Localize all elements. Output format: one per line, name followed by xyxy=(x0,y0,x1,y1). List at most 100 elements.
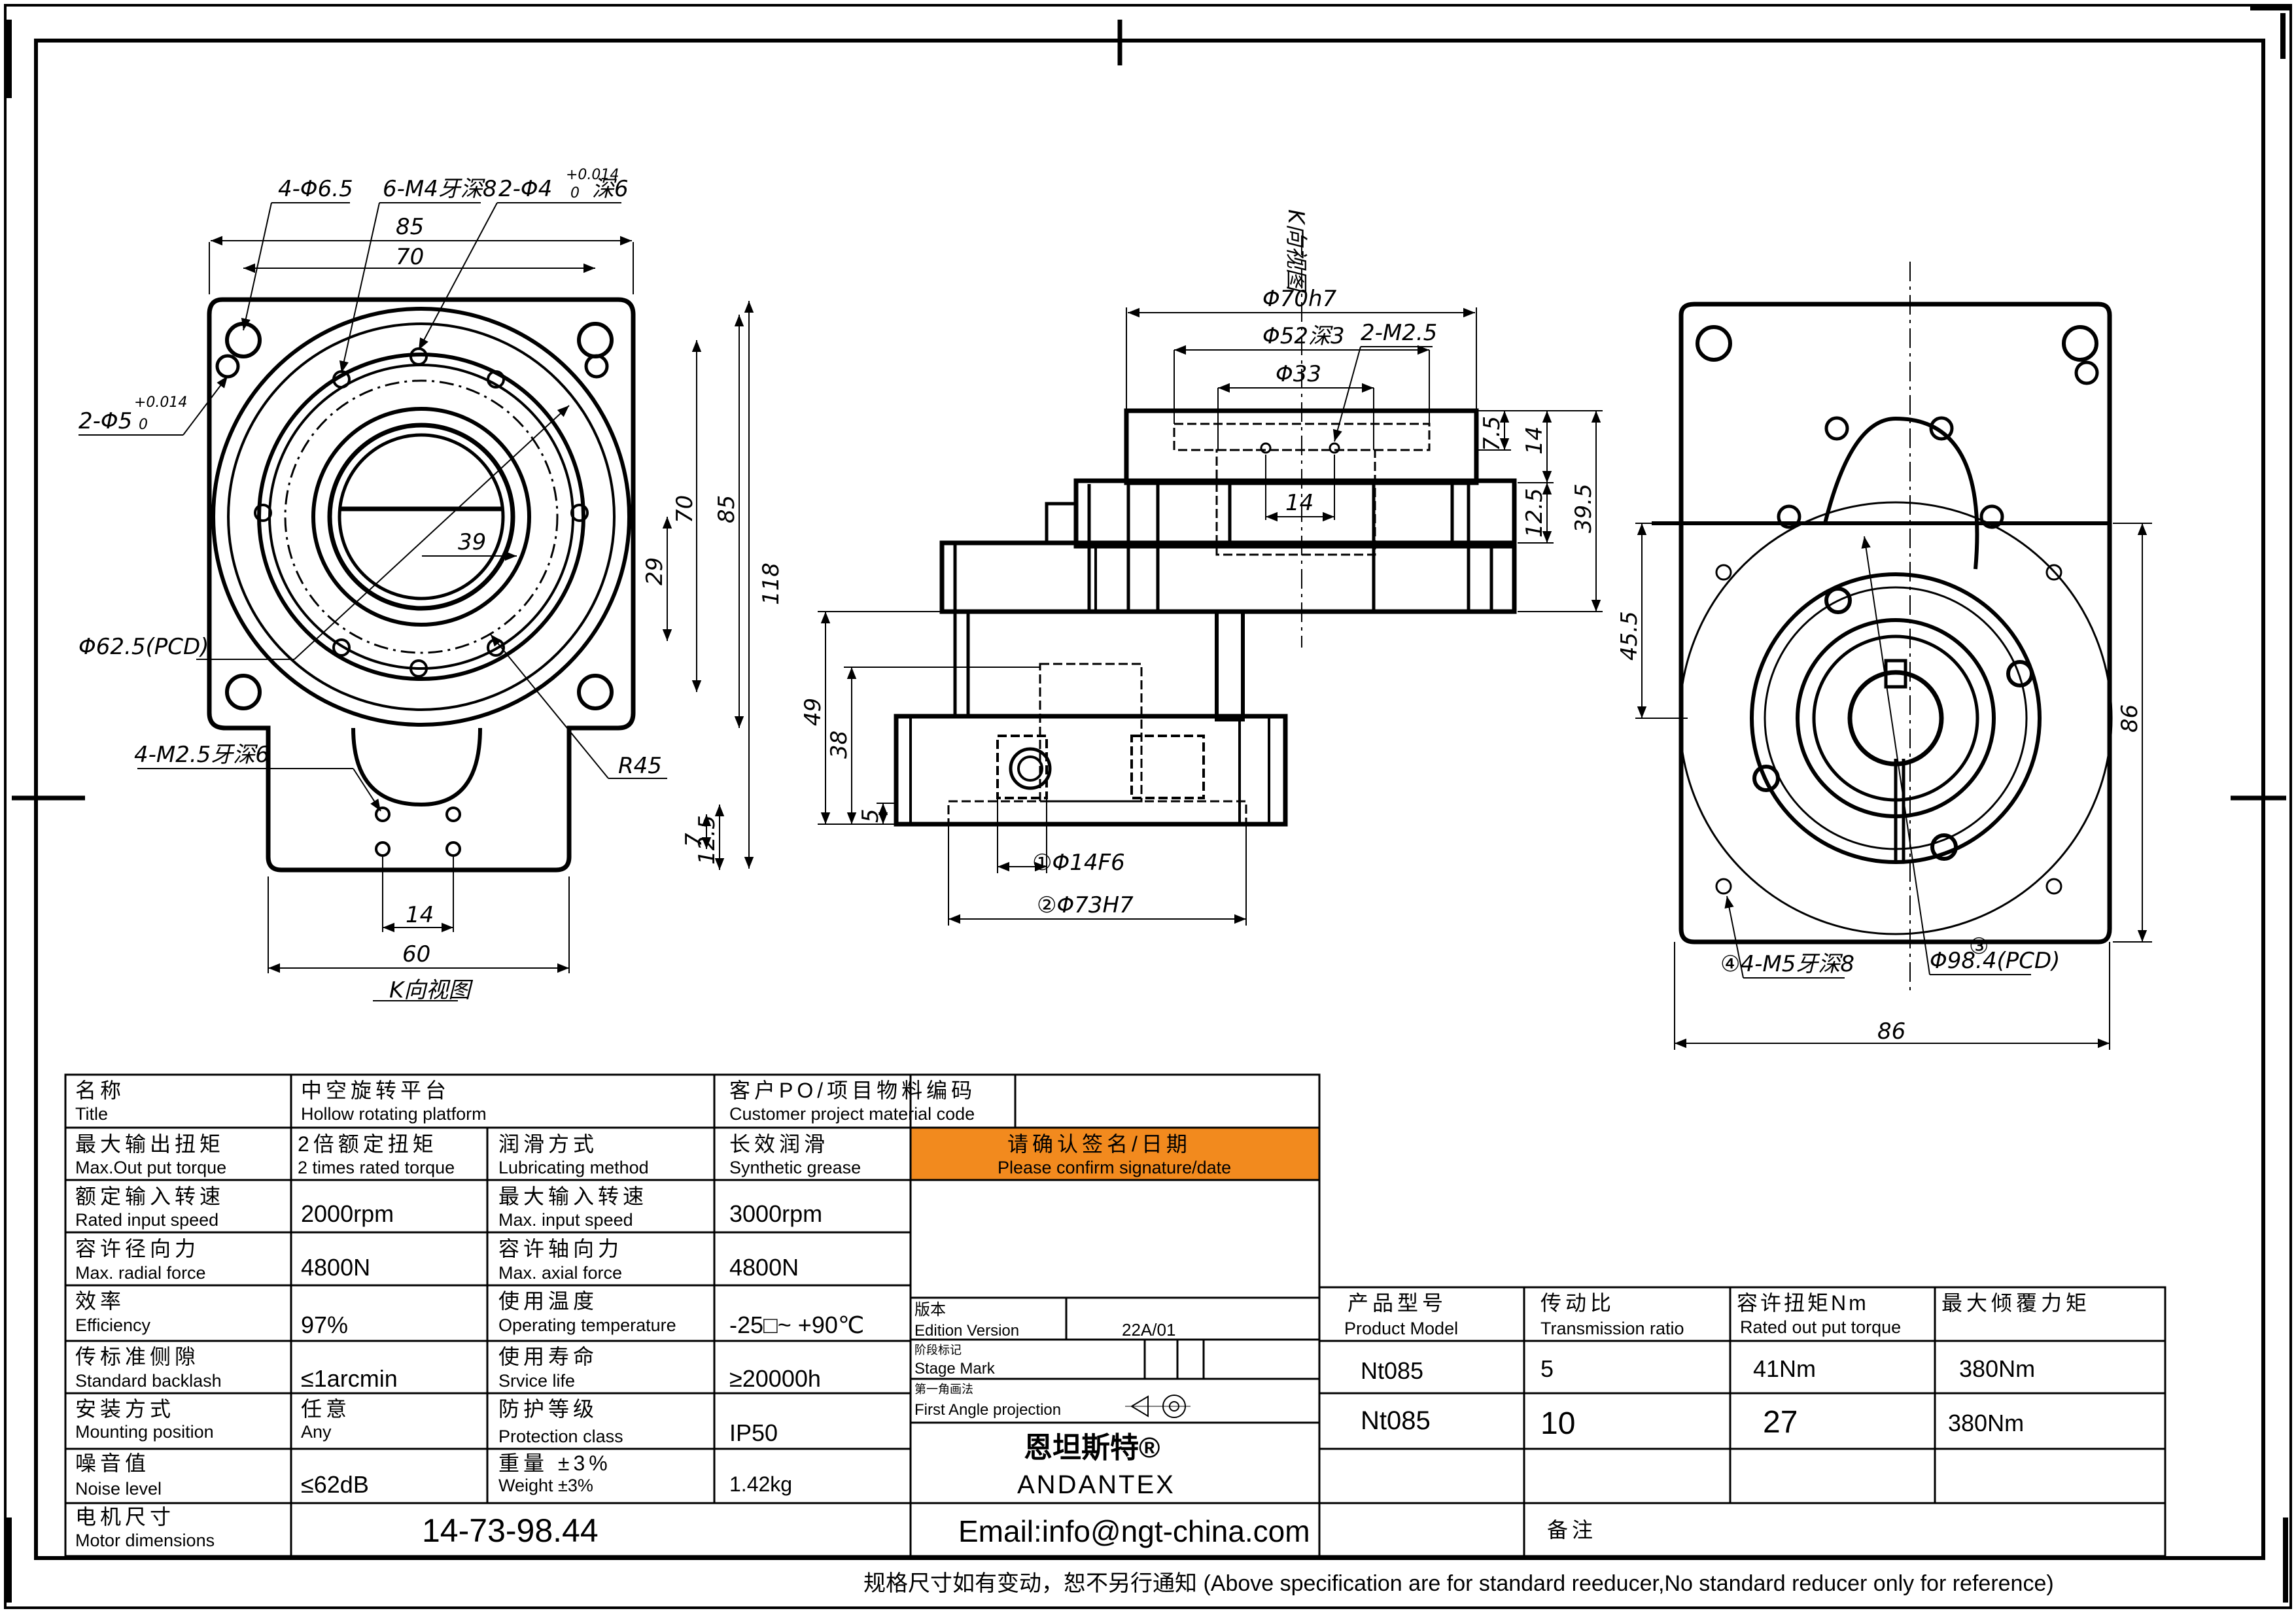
svg-text:Protection class: Protection class xyxy=(498,1427,623,1446)
dim-85-side: 85 xyxy=(714,495,740,523)
svg-text:5: 5 xyxy=(1540,1355,1554,1382)
svg-text:容许扭矩Nm: 容许扭矩Nm xyxy=(1737,1291,1869,1315)
label-name-cn: 名称 xyxy=(75,1079,125,1102)
callout-4-holes: 4-Φ6.5 xyxy=(278,176,353,202)
dim-7: 7 xyxy=(681,833,707,847)
callout-2-pin-top-depth: 深6 xyxy=(592,176,629,202)
right-view xyxy=(1635,262,2152,1050)
brand-logo-cn: 恩坦斯特® xyxy=(1024,1432,1160,1464)
right-view-labels: 45.5 86 ④4-M5牙深8 Φ98.4(PCD) ③ 86 xyxy=(1616,611,2143,1045)
radius-r45: R45 xyxy=(618,753,662,779)
view-label-k-middle: K向视图 xyxy=(1283,209,1309,293)
dim-70-side: 70 xyxy=(672,495,698,523)
confirm-signature-cn: 请确认签名/日期 xyxy=(1007,1132,1191,1156)
projection-cn: 第一角画法 xyxy=(914,1383,973,1396)
svg-text:Transmission ratio: Transmission ratio xyxy=(1540,1319,1684,1338)
svg-text:传动比: 传动比 xyxy=(1540,1291,1615,1315)
callout-2-m25: 2-M2.5 xyxy=(1361,320,1437,346)
title-block: 名称 Title 中空旋转平台 Hollow rotating platform… xyxy=(64,1073,2166,1557)
pcd-625: Φ62.5(PCD) xyxy=(78,634,209,660)
dim-86-horizontal: 86 xyxy=(1877,1018,1905,1045)
svg-text:最大输入转速: 最大输入转速 xyxy=(498,1185,648,1208)
svg-text:Max. input speed: Max. input speed xyxy=(498,1210,633,1230)
footer-note: 规格尺寸如有变动，恕不另行通知 (Above specification are… xyxy=(863,1571,2054,1596)
svg-text:Operating temperature: Operating temperature xyxy=(498,1315,676,1335)
dim-118: 118 xyxy=(758,563,784,605)
model-table-row-1: Nt085 10 27 380Nm xyxy=(1361,1405,2024,1441)
product-name-en: Hollow rotating platform xyxy=(301,1104,487,1124)
svg-text:≤1arcmin: ≤1arcmin xyxy=(301,1365,398,1392)
svg-text:最大输出扭矩: 最大输出扭矩 xyxy=(75,1132,224,1156)
svg-text:噪音值: 噪音值 xyxy=(75,1451,150,1475)
svg-text:Max. radial force: Max. radial force xyxy=(75,1263,206,1283)
svg-text:使用寿命: 使用寿命 xyxy=(498,1345,598,1368)
svg-text:Standard backlash: Standard backlash xyxy=(75,1371,222,1391)
svg-text:Lubricating method: Lubricating method xyxy=(498,1158,649,1177)
svg-text:安装方式: 安装方式 xyxy=(75,1397,175,1421)
svg-text:41Nm: 41Nm xyxy=(1753,1355,1816,1382)
pcd-marker: ③ xyxy=(1969,933,1989,960)
svg-text:380Nm: 380Nm xyxy=(1948,1410,2024,1436)
dim-29: 29 xyxy=(642,557,668,585)
model-table-row-0: Nt085 5 41Nm 380Nm xyxy=(1361,1355,2035,1384)
stage-mark-cn: 阶段标记 xyxy=(914,1344,962,1357)
dim-86-vertical: 86 xyxy=(2117,704,2143,733)
spec-row-0: 最大输出扭矩 Max.Out put torque 2倍额定扭矩 2 times… xyxy=(75,1132,861,1177)
label-name-en: Title xyxy=(75,1104,108,1124)
dim-45-5: 45.5 xyxy=(1616,611,1643,661)
callout-2-pin-top-tol: +0.014 xyxy=(566,167,619,183)
customer-code-cn: 客户PO/项目物料编码 xyxy=(729,1079,976,1102)
right-view-outline xyxy=(1679,302,2112,945)
middle-view xyxy=(818,235,1603,926)
dim-85-top: 85 xyxy=(396,214,424,240)
callout-4-m5: ④4-M5牙深8 xyxy=(1720,951,1854,977)
svg-text:防护等级: 防护等级 xyxy=(498,1397,598,1421)
svg-text:IP50: IP50 xyxy=(729,1419,778,1446)
spec-row-5: 安装方式 Mounting position 任意 Any 防护等级 Prote… xyxy=(75,1397,778,1446)
callout-2-pin-top-tol0: 0 xyxy=(570,185,580,201)
svg-text:Max. axial force: Max. axial force xyxy=(498,1263,622,1283)
svg-text:最大倾覆力矩: 最大倾覆力矩 xyxy=(1941,1291,2091,1315)
svg-text:Efficiency: Efficiency xyxy=(75,1315,151,1335)
svg-text:4800N: 4800N xyxy=(729,1254,799,1281)
svg-text:Any: Any xyxy=(301,1422,332,1442)
dim-38: 38 xyxy=(826,731,852,759)
motor-dimensions-value: 14-73-98.44 xyxy=(422,1512,599,1549)
dim-70-top: 70 xyxy=(396,244,424,270)
left-view-outline xyxy=(207,297,636,873)
left-view xyxy=(78,202,754,1001)
callout-4-m25: 4-M2.5牙深6 xyxy=(134,742,270,768)
svg-text:产品型号: 产品型号 xyxy=(1348,1291,1447,1315)
callout-2-pin-top: 2-Φ4 xyxy=(498,176,552,202)
svg-text:Max.Out put torque: Max.Out put torque xyxy=(75,1158,226,1177)
motor-dimensions-en: Motor dimensions xyxy=(75,1531,215,1550)
remark-label: 备注 xyxy=(1547,1518,1597,1542)
callout-2-pin-left: 2-Φ5 xyxy=(78,408,132,434)
dim-14-horizontal: 14 xyxy=(1285,490,1313,516)
svg-text:任意: 任意 xyxy=(301,1397,351,1421)
callout-2-pin-left-tol: +0.014 xyxy=(134,394,187,411)
svg-text:≥20000h: ≥20000h xyxy=(729,1365,821,1392)
dim-49: 49 xyxy=(800,698,826,726)
svg-text:长效润滑: 长效润滑 xyxy=(729,1132,829,1156)
svg-text:润滑方式: 润滑方式 xyxy=(498,1132,598,1156)
svg-text:传标准侧隙: 传标准侧隙 xyxy=(75,1345,200,1368)
dim-5: 5 xyxy=(858,808,884,823)
dim-7-5: 7.5 xyxy=(1479,416,1505,451)
svg-text:重量 ±3%: 重量 ±3% xyxy=(498,1451,612,1475)
view-label-k-left: K向视图 xyxy=(389,977,473,1003)
svg-text:Noise level: Noise level xyxy=(75,1479,162,1499)
edition-cn: 版本 xyxy=(914,1301,946,1319)
edition-value: 22A/01 xyxy=(1122,1320,1175,1340)
brand-logo-en: ANDANTEX xyxy=(1017,1470,1175,1499)
callout-6-m4: 6-M4牙深8 xyxy=(383,176,497,202)
pcd-98-4: Φ98.4(PCD) xyxy=(1930,948,2060,974)
dim-39-5: 39.5 xyxy=(1571,483,1597,533)
svg-text:Nt085: Nt085 xyxy=(1361,1406,1431,1435)
spec-row-2: 容许径向力 Max. radial force 4800N 容许轴向力 Max.… xyxy=(75,1237,799,1283)
svg-text:Rated input speed: Rated input speed xyxy=(75,1210,218,1230)
svg-text:额定输入转速: 额定输入转速 xyxy=(75,1185,224,1208)
svg-text:容许轴向力: 容许轴向力 xyxy=(498,1237,623,1260)
product-name-cn: 中空旋转平台 xyxy=(301,1079,450,1102)
spec-row-4: 传标准侧隙 Standard backlash ≤1arcmin 使用寿命 Sr… xyxy=(75,1345,821,1392)
